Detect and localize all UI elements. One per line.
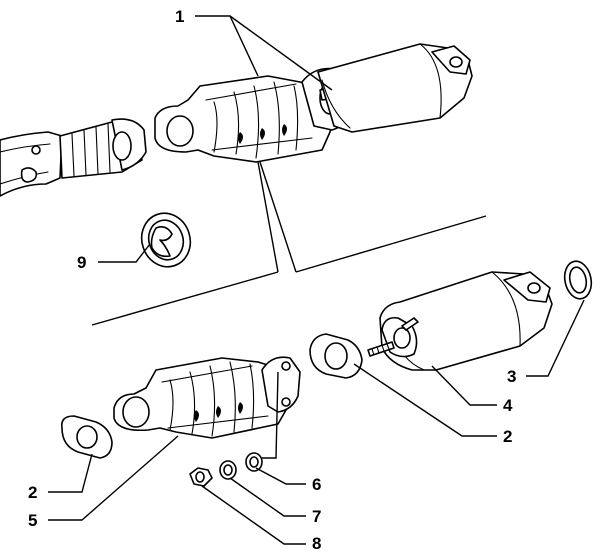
callout-labels: 1 9 3 4 2 2 5 6 7 8	[28, 7, 516, 550]
exhaust-pipe	[0, 118, 147, 197]
catalytic-converter-exploded	[113, 356, 301, 439]
callout-6: 6	[312, 475, 321, 494]
silencer-assembled	[317, 43, 473, 133]
callout-2-left: 2	[28, 483, 37, 502]
callout-5: 5	[28, 511, 37, 530]
section-divider-lines	[91, 161, 487, 326]
silencer-exploded	[367, 271, 553, 371]
callout-1: 1	[175, 7, 184, 26]
callout-9: 9	[77, 253, 86, 272]
seal-ring	[563, 260, 593, 300]
callout-3: 3	[507, 367, 516, 386]
callout-leaders	[48, 15, 585, 545]
gasket-left	[60, 415, 113, 459]
flat-washer	[245, 452, 263, 472]
callout-8: 8	[312, 534, 321, 550]
gasket-middle	[309, 333, 363, 379]
rubber-mount-ring	[140, 212, 192, 268]
fastener-set	[189, 452, 263, 487]
callout-2-middle: 2	[503, 427, 512, 446]
callout-4: 4	[503, 396, 513, 415]
spring-washer	[219, 460, 237, 480]
nut	[189, 467, 213, 487]
callout-7: 7	[312, 507, 321, 526]
